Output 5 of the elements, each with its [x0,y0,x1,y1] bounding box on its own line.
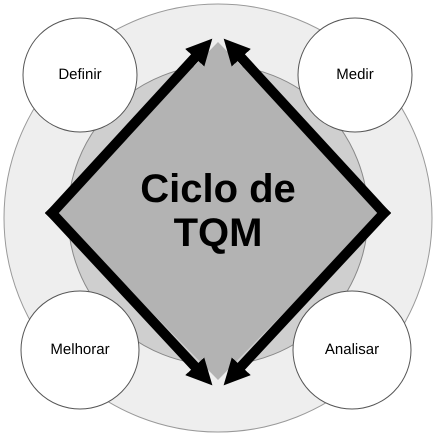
step-label: Medir [336,66,374,84]
step-label: Melhorar [50,342,110,358]
step-label: Definir [58,66,102,84]
cycle-title: Ciclo de TQM [139,167,297,255]
step-label: Analisar [324,342,380,358]
